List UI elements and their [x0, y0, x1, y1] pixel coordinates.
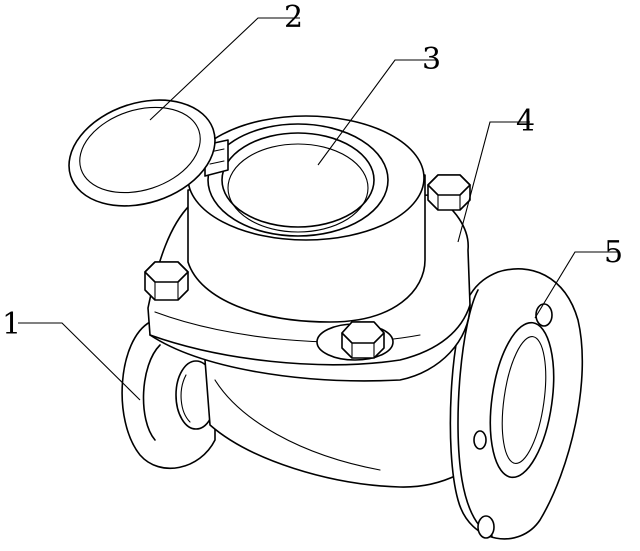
leader-3 — [317, 59, 438, 166]
leader-4 — [457, 121, 530, 243]
meter-lid — [68, 99, 216, 207]
callout-1: 1 — [2, 307, 21, 342]
callout-3: 3 — [422, 42, 441, 77]
hex-bolt-right — [427, 174, 471, 211]
leader-2 — [149, 17, 300, 121]
callout-4: 4 — [516, 104, 535, 139]
leader-lines — [18, 17, 618, 401]
callout-2: 2 — [284, 0, 303, 35]
leader-5 — [534, 251, 618, 319]
dial-housing — [187, 115, 426, 323]
hex-bolt-front — [341, 321, 385, 359]
callout-5: 5 — [604, 235, 623, 270]
leader-1 — [18, 322, 141, 401]
hex-bolt-left — [144, 261, 189, 301]
